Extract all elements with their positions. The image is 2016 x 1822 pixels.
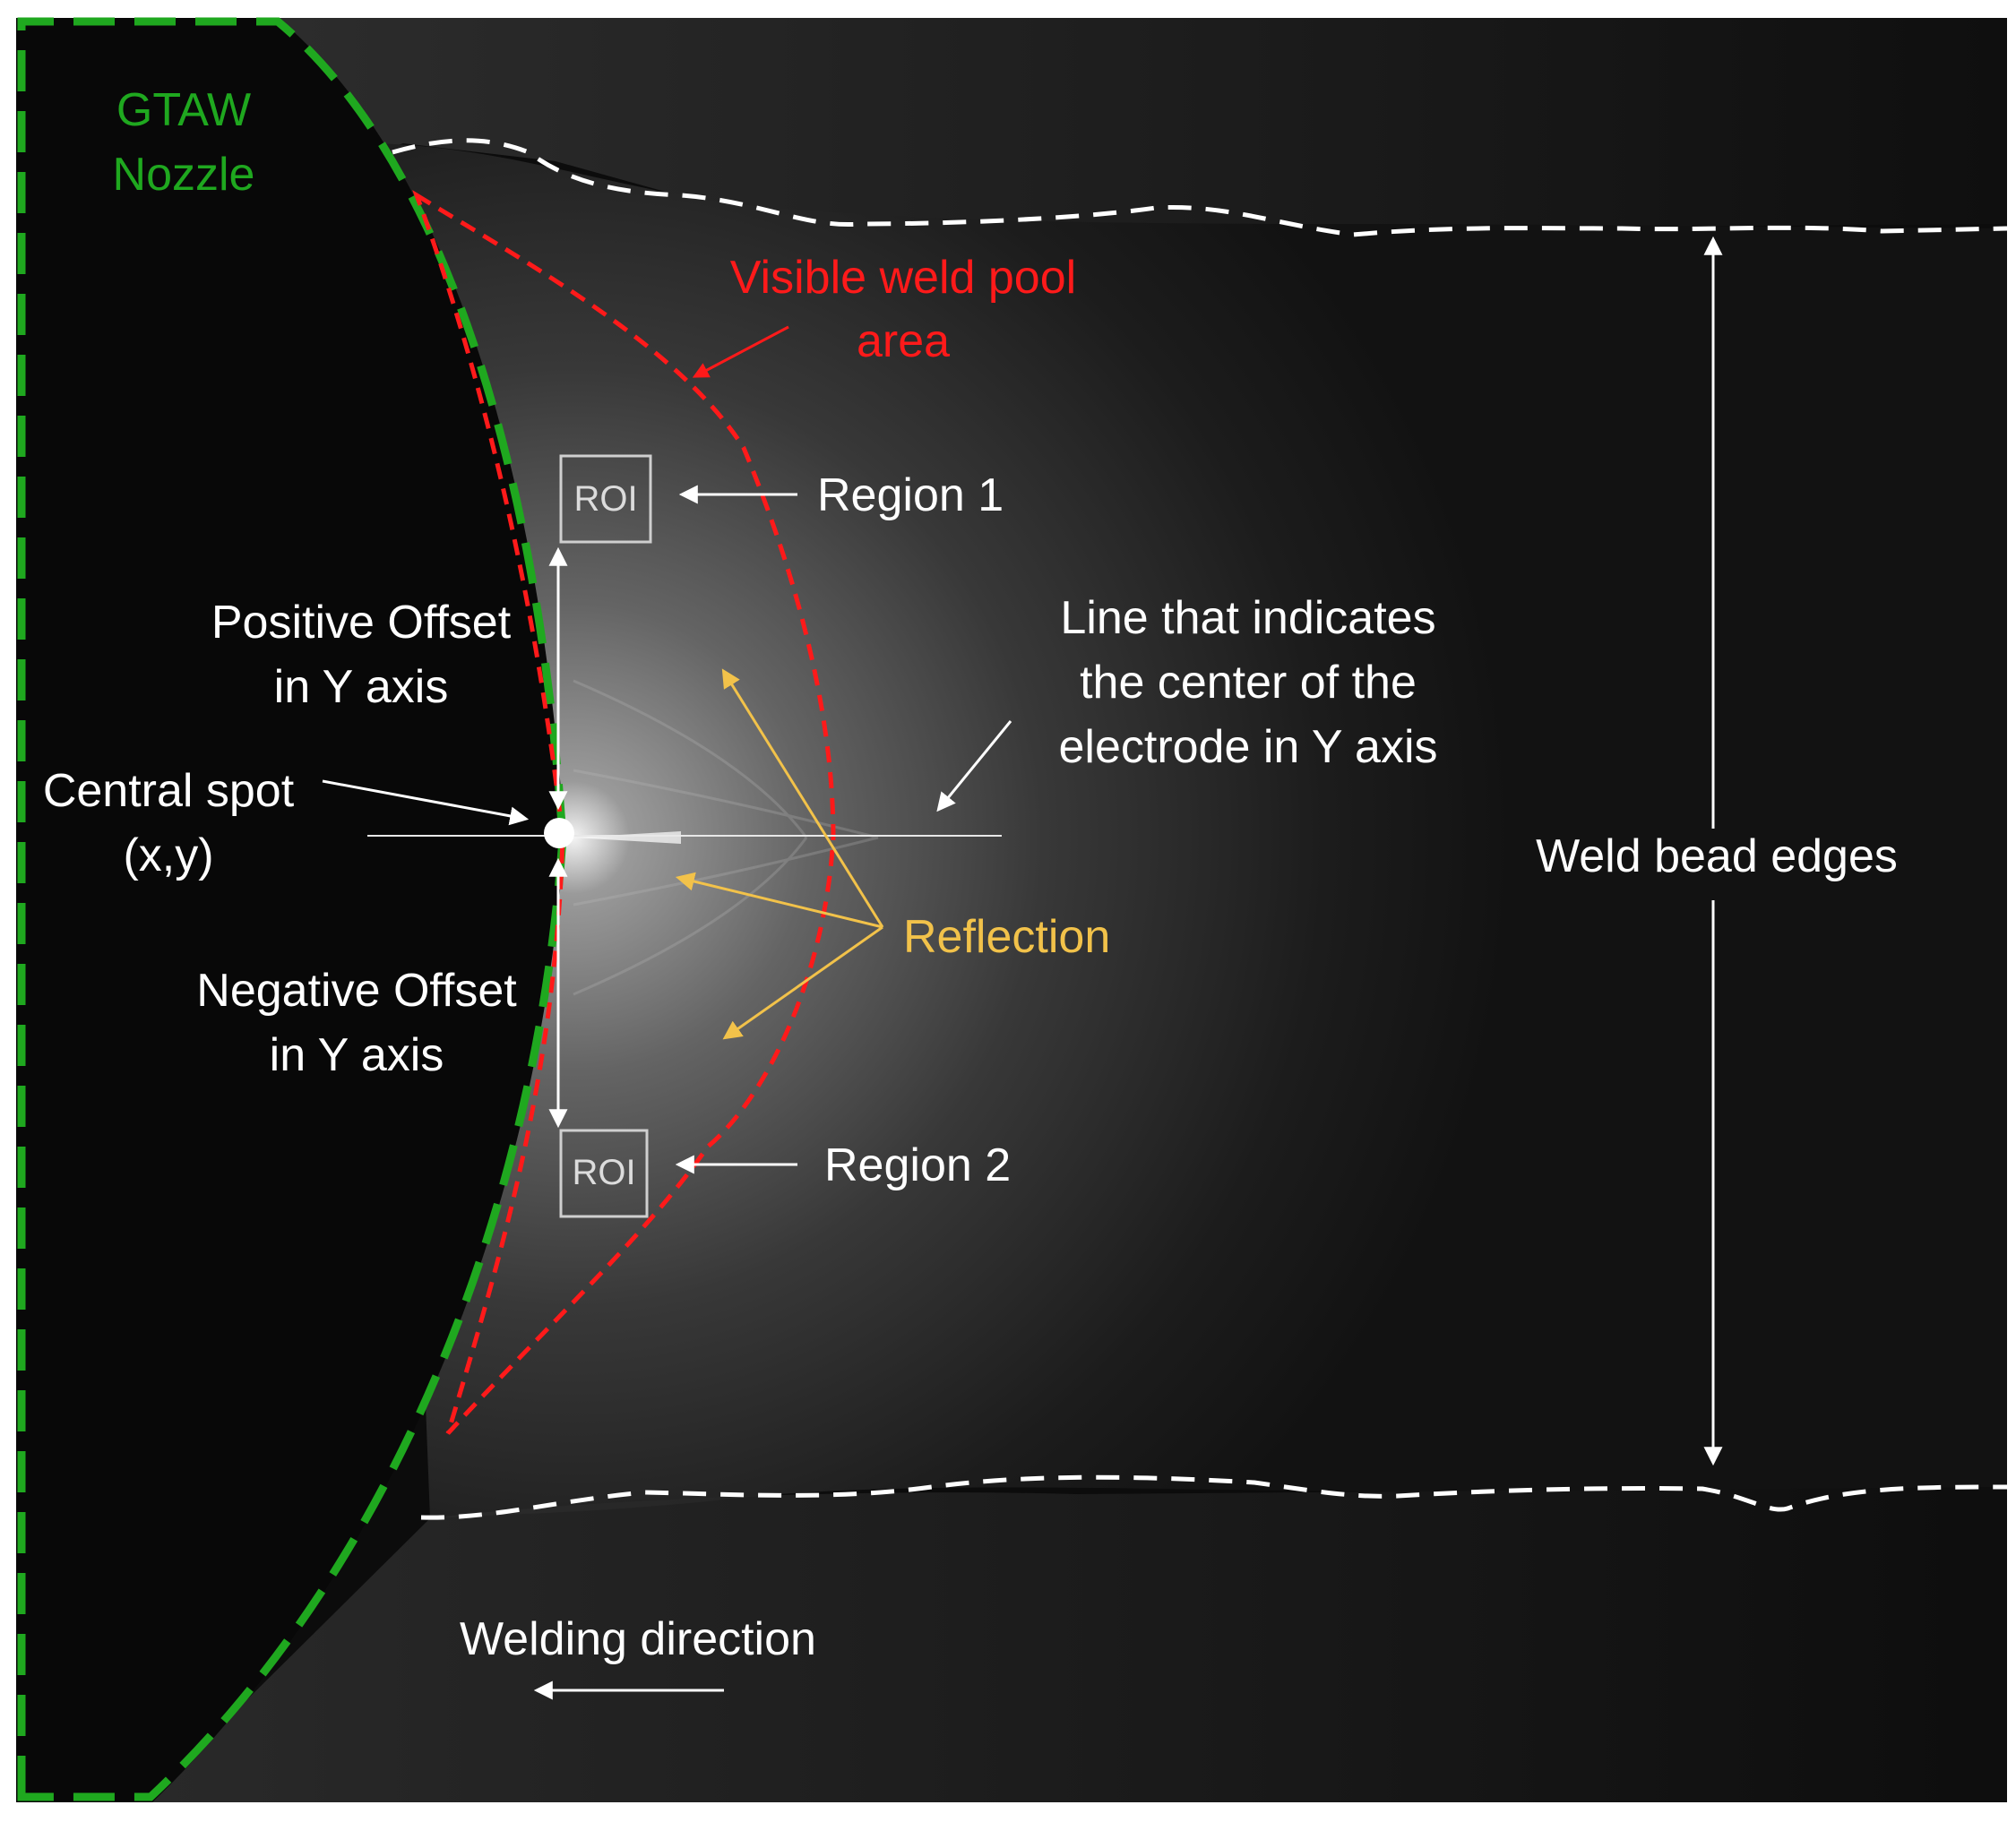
central-spot-label-line2: (x,y) <box>123 829 213 881</box>
nozzle-label-line1: GTAW <box>116 84 251 136</box>
bead-edge-bottom <box>420 1474 2008 1520</box>
negative-offset-label-line1: Negative Offset <box>196 965 517 1017</box>
central-spot <box>544 818 574 848</box>
center-line-pointer <box>936 720 1012 812</box>
roi-label-1: ROI <box>573 479 637 519</box>
weld-pool-label-line2: area <box>857 315 950 367</box>
region-2-label: Region 2 <box>824 1139 1011 1191</box>
positive-offset-label-line1: Positive Offset <box>211 597 512 649</box>
region-1-label: Region 1 <box>817 469 1004 521</box>
center-line-label-line2: the center of the <box>1080 657 1417 709</box>
bead-edge-top <box>392 138 2008 237</box>
weld-photo <box>16 18 2007 1802</box>
welding-direction-label: Welding direction <box>460 1613 816 1665</box>
central-spot-label-line1: Central spot <box>43 765 295 817</box>
nozzle-label-line2: Nozzle <box>113 149 255 201</box>
weld-pool-pointer <box>692 325 789 378</box>
center-line-label-line1: Line that indicates <box>1060 592 1435 644</box>
center-line-label-line3: electrode in Y axis <box>1058 721 1437 773</box>
roi-label-2: ROI <box>572 1153 635 1192</box>
weld-bead-edges-label: Weld bead edges <box>1536 830 1898 882</box>
weld-pool-label-line1: Visible weld pool <box>730 252 1076 304</box>
reflection-arrows <box>675 668 884 1040</box>
positive-offset-label-line2: in Y axis <box>274 661 449 713</box>
nozzle-outline <box>17 17 567 1801</box>
reflection-label: Reflection <box>903 911 1110 963</box>
negative-offset-label-line2: in Y axis <box>270 1029 444 1081</box>
central-spot-pointer <box>322 779 530 826</box>
roi-box-2 <box>559 1129 649 1218</box>
roi-box-1 <box>559 454 652 544</box>
